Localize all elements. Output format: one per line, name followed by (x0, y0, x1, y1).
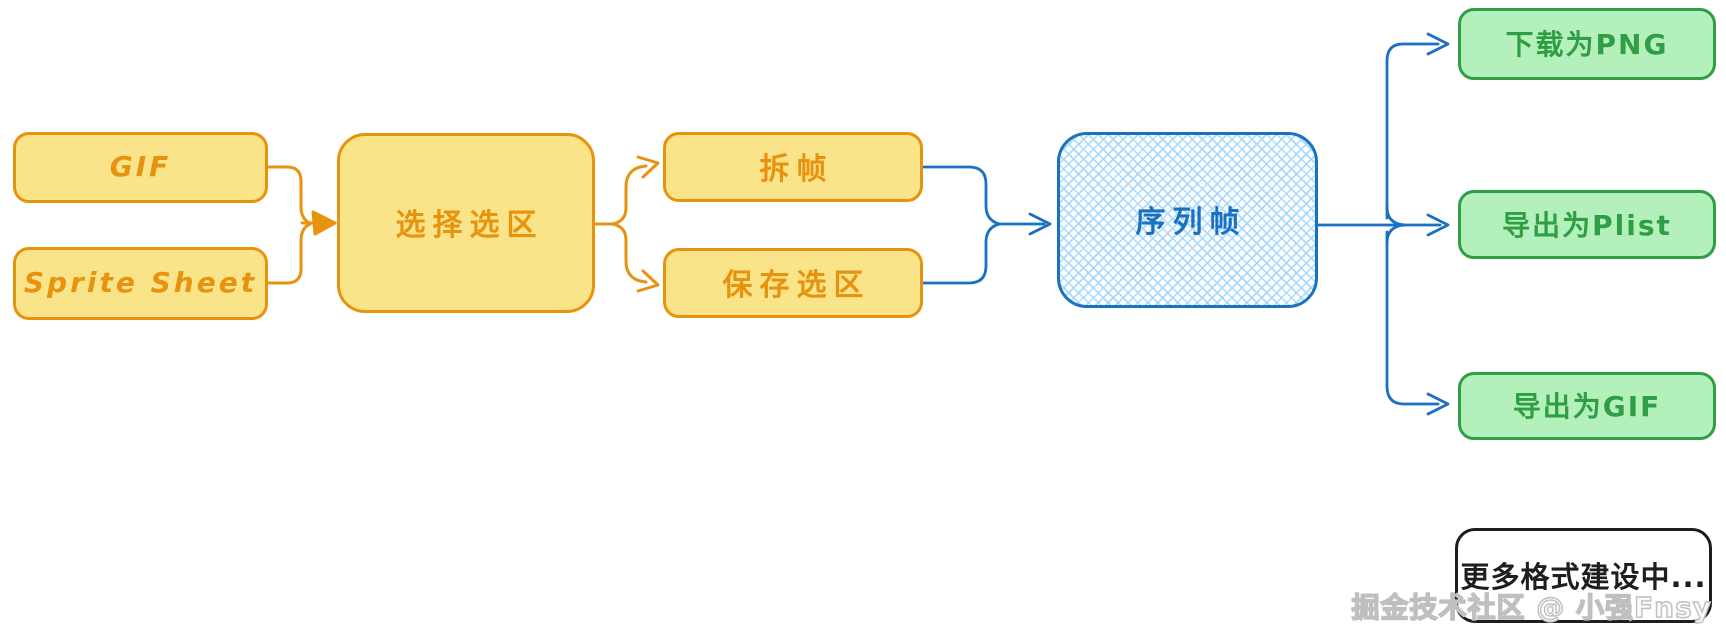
node-sprite-sheet: Sprite Sheet (13, 247, 268, 320)
watermark: 掘金技术社区 @ 小强Fnsy (1351, 590, 1712, 624)
node-export-gif-label: 导出为GIF (1512, 390, 1662, 423)
node-more-formats: 更多格式建设中... (1455, 528, 1712, 623)
node-export-plist: 导出为Plist (1458, 190, 1716, 259)
node-select-region: 选择选区 (337, 133, 595, 313)
edge-sequence-to-export-gif (1385, 230, 1450, 416)
edge-save-region-to-sequence (921, 212, 1052, 285)
node-export-gif: 导出为GIF (1458, 372, 1716, 440)
node-gif-input-label: GIF (109, 150, 172, 183)
edge-sequence-to-download-png (1385, 32, 1450, 220)
node-sequence-frames: 序列帧 (1057, 132, 1318, 308)
edge-sprite-sheet-to-select-region (266, 210, 337, 285)
edge-select-region-to-split-frames (593, 155, 660, 226)
node-split-frames-label: 拆帧 (759, 152, 834, 187)
node-gif-input: GIF (13, 132, 268, 203)
node-more-formats-label: 更多格式建设中... (1460, 559, 1707, 594)
node-download-png-label: 下载为PNG (1505, 28, 1669, 61)
node-save-region-label: 保存选区 (722, 268, 871, 303)
node-select-region-label: 选择选区 (395, 208, 544, 243)
edge-gif-to-select-region (266, 165, 312, 225)
node-sprite-sheet-label: Sprite Sheet (23, 266, 258, 299)
node-export-plist-label: 导出为Plist (1502, 208, 1672, 242)
edge-select-region-to-save-region (611, 222, 660, 293)
node-save-region: 保存选区 (663, 248, 923, 318)
edge-split-frames-to-sequence (921, 165, 1001, 226)
node-sequence-frames-label: 序列帧 (1135, 205, 1247, 240)
node-split-frames: 拆帧 (663, 132, 923, 202)
edge-sequence-to-export-plist (1316, 205, 1450, 245)
node-download-png: 下载为PNG (1458, 8, 1716, 80)
